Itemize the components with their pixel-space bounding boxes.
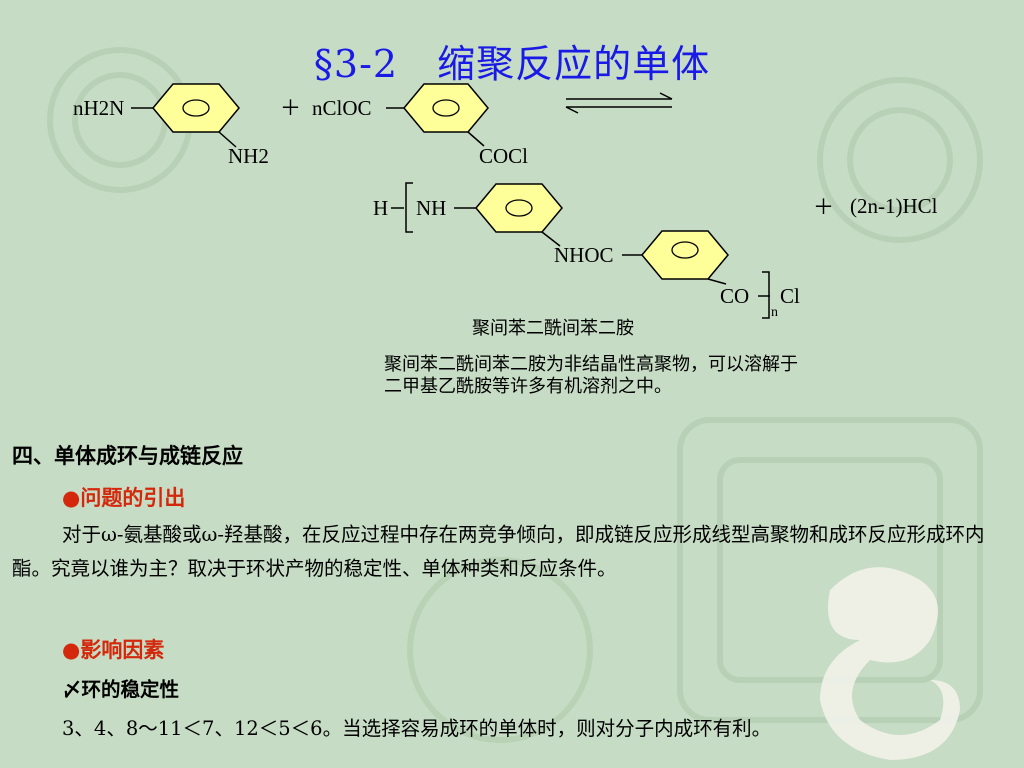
subheading-factors-label: 影响因素 [80, 637, 165, 662]
product-h-label: H [373, 196, 388, 220]
page-title: §3-2 缩聚反应的单体 [313, 42, 711, 87]
polymer-note: 聚间苯二酰间苯二胺为非结晶性高聚物，可以溶解于二甲基乙酰胺等许多有机溶剂之中。 [384, 354, 798, 397]
reactant2-bottom-label: COCl [479, 144, 528, 168]
subheading-problem-label: 问题的引出 [80, 485, 186, 510]
benzene-ring-3 [475, 183, 563, 233]
reactant1-bottom-label: NH2 [228, 144, 269, 168]
product-co-label: CO [720, 284, 749, 308]
ring-circle-3 [505, 199, 533, 217]
bullet-icon: ● [62, 485, 81, 510]
benzene-ring-4 [641, 230, 729, 280]
reactant1-left-label: nH2N [73, 96, 124, 120]
polymer-caption: 聚间苯二酰间苯二胺 [472, 318, 634, 339]
section-heading: 四、单体成环与成链反应 [12, 443, 243, 468]
product-nhoc-label: NHOC [554, 243, 614, 267]
ring-circle-2 [432, 99, 460, 117]
ring-stability-label: 环的稳定性 [81, 678, 180, 701]
product-cl-label: Cl [780, 284, 800, 308]
ring-circle-1 [182, 99, 210, 117]
benzene-ring-2 [403, 83, 489, 133]
subheading-problem: ●问题的引出 [62, 482, 185, 512]
product-n-subscript: n [771, 305, 778, 320]
bracket-right [762, 271, 770, 319]
benzene-ring-1 [152, 83, 240, 133]
product-nh-label: NH [416, 196, 446, 220]
ring-circle-4 [671, 241, 699, 259]
plus-sign-1: ＋ [280, 96, 301, 120]
checkmark-icon: 〆 [62, 678, 82, 701]
stability-order-line: 3、4、8～11＜7、12＜5＜6。当选择容易成环的单体时，则对分子内成环有利。 [62, 717, 772, 740]
equilibrium-arrow-icon [565, 92, 673, 114]
ring-stability-item: 〆环的稳定性 [62, 673, 179, 702]
bracket-left [405, 182, 413, 233]
reactant2-left-label: nClOC [312, 96, 372, 120]
dragon-ornament [820, 567, 960, 760]
body-paragraph: 对于ω-氨基酸或ω-羟基酸，在反应过程中存在两竞争倾向，即成链反应形成线型高聚物… [12, 523, 985, 580]
byproduct-label: (2n-1)HCl [850, 194, 938, 218]
plus-sign-2: ＋ [813, 195, 834, 219]
bullet-icon: ● [62, 637, 81, 662]
subheading-factors: ●影响因素 [62, 634, 164, 664]
